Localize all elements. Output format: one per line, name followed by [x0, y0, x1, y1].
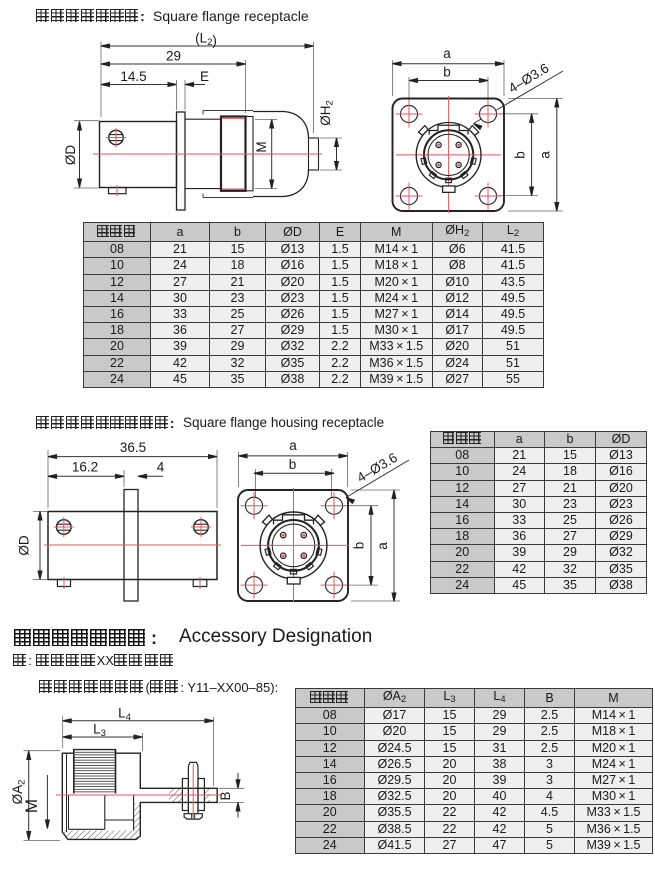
svg-text:a: a	[289, 438, 297, 453]
svg-text:b: b	[443, 65, 451, 80]
svg-text:ØH2: ØH2	[318, 100, 336, 126]
svg-text:4: 4	[157, 460, 165, 475]
svg-text:b: b	[289, 457, 297, 472]
svg-text:B: B	[218, 791, 233, 800]
svg-text:ØD: ØD	[63, 145, 78, 166]
svg-text:16.2: 16.2	[72, 460, 98, 475]
svg-text:b: b	[352, 542, 367, 550]
svg-text:29: 29	[166, 49, 181, 64]
svg-text:M: M	[254, 141, 269, 152]
svg-text:a: a	[538, 151, 553, 159]
svg-text:b: b	[513, 151, 528, 159]
svg-text:L4: L4	[118, 706, 131, 724]
svg-text:(L2): (L2)	[195, 31, 217, 49]
svg-text:a: a	[443, 46, 451, 61]
svg-text:ØA2: ØA2	[10, 780, 28, 805]
svg-text:a: a	[375, 542, 390, 550]
svg-text:4–Ø3.6: 4–Ø3.6	[354, 450, 400, 486]
svg-text:M: M	[22, 799, 41, 813]
svg-text:36.5: 36.5	[120, 440, 146, 455]
svg-text:L3: L3	[93, 722, 106, 740]
svg-text:ØD: ØD	[17, 535, 32, 556]
svg-text:14.5: 14.5	[120, 69, 146, 84]
svg-text:E: E	[200, 69, 209, 84]
